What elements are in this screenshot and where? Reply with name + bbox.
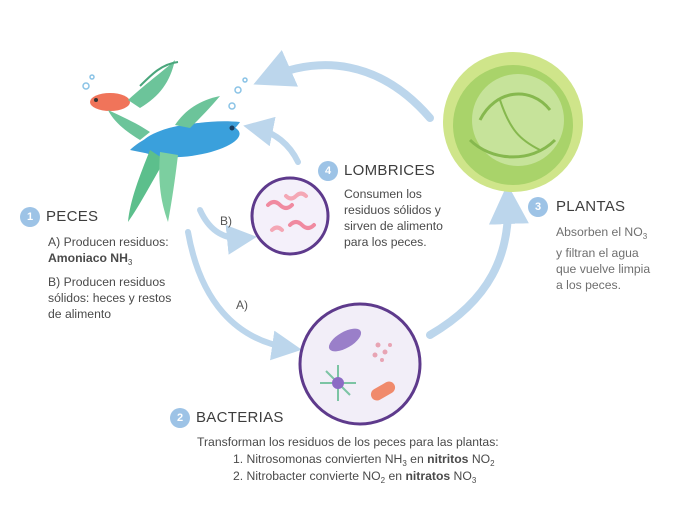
arrow-label-a: A) — [236, 298, 248, 312]
arrow-fish-to-worms — [197, 207, 257, 255]
fish-icon — [82, 60, 179, 111]
step-1-badge: 1 — [20, 207, 40, 227]
step-1-title: PECES — [46, 208, 99, 225]
arrow-bacteria-to-plants — [426, 184, 529, 339]
lettuce-icon — [443, 52, 583, 192]
arrow-label-b: B) — [220, 214, 232, 228]
step-2-badge: 2 — [170, 408, 190, 428]
step-3-title: PLANTAS — [556, 198, 626, 215]
step-3-badge: 3 — [528, 197, 548, 217]
arrow-plants-to-fish — [253, 50, 434, 122]
step-4-badge: 4 — [318, 161, 338, 181]
bacteria-icon — [298, 302, 422, 426]
bacterias-item-1: 1. Nitrosomonas convierten NH3 en nitrit… — [233, 452, 495, 468]
peces-description-a: A) Producen residuos: Amoniaco NH3 — [48, 235, 169, 267]
step-4-title: LOMBRICES — [344, 162, 436, 179]
peces-description-b: B) Producen residuos sólidos: heces y re… — [48, 275, 172, 321]
step-2-title: BACTERIAS — [196, 409, 284, 426]
worms-icon — [250, 176, 330, 256]
arrow-fish-to-bacteria — [185, 229, 302, 361]
betta-fish-icon — [108, 77, 248, 222]
bacterias-intro: Transforman los residuos de los peces pa… — [197, 435, 499, 449]
arrow-worms-to-fish — [243, 116, 301, 165]
plantas-description: Absorben el NO3 y filtran el agua que vu… — [556, 225, 651, 292]
bacterias-item-2: 2. Nitrobacter convierte NO2 en nitratos… — [233, 469, 477, 485]
lombrices-description: Consumen los residuos sólidos y sirven d… — [344, 187, 443, 249]
